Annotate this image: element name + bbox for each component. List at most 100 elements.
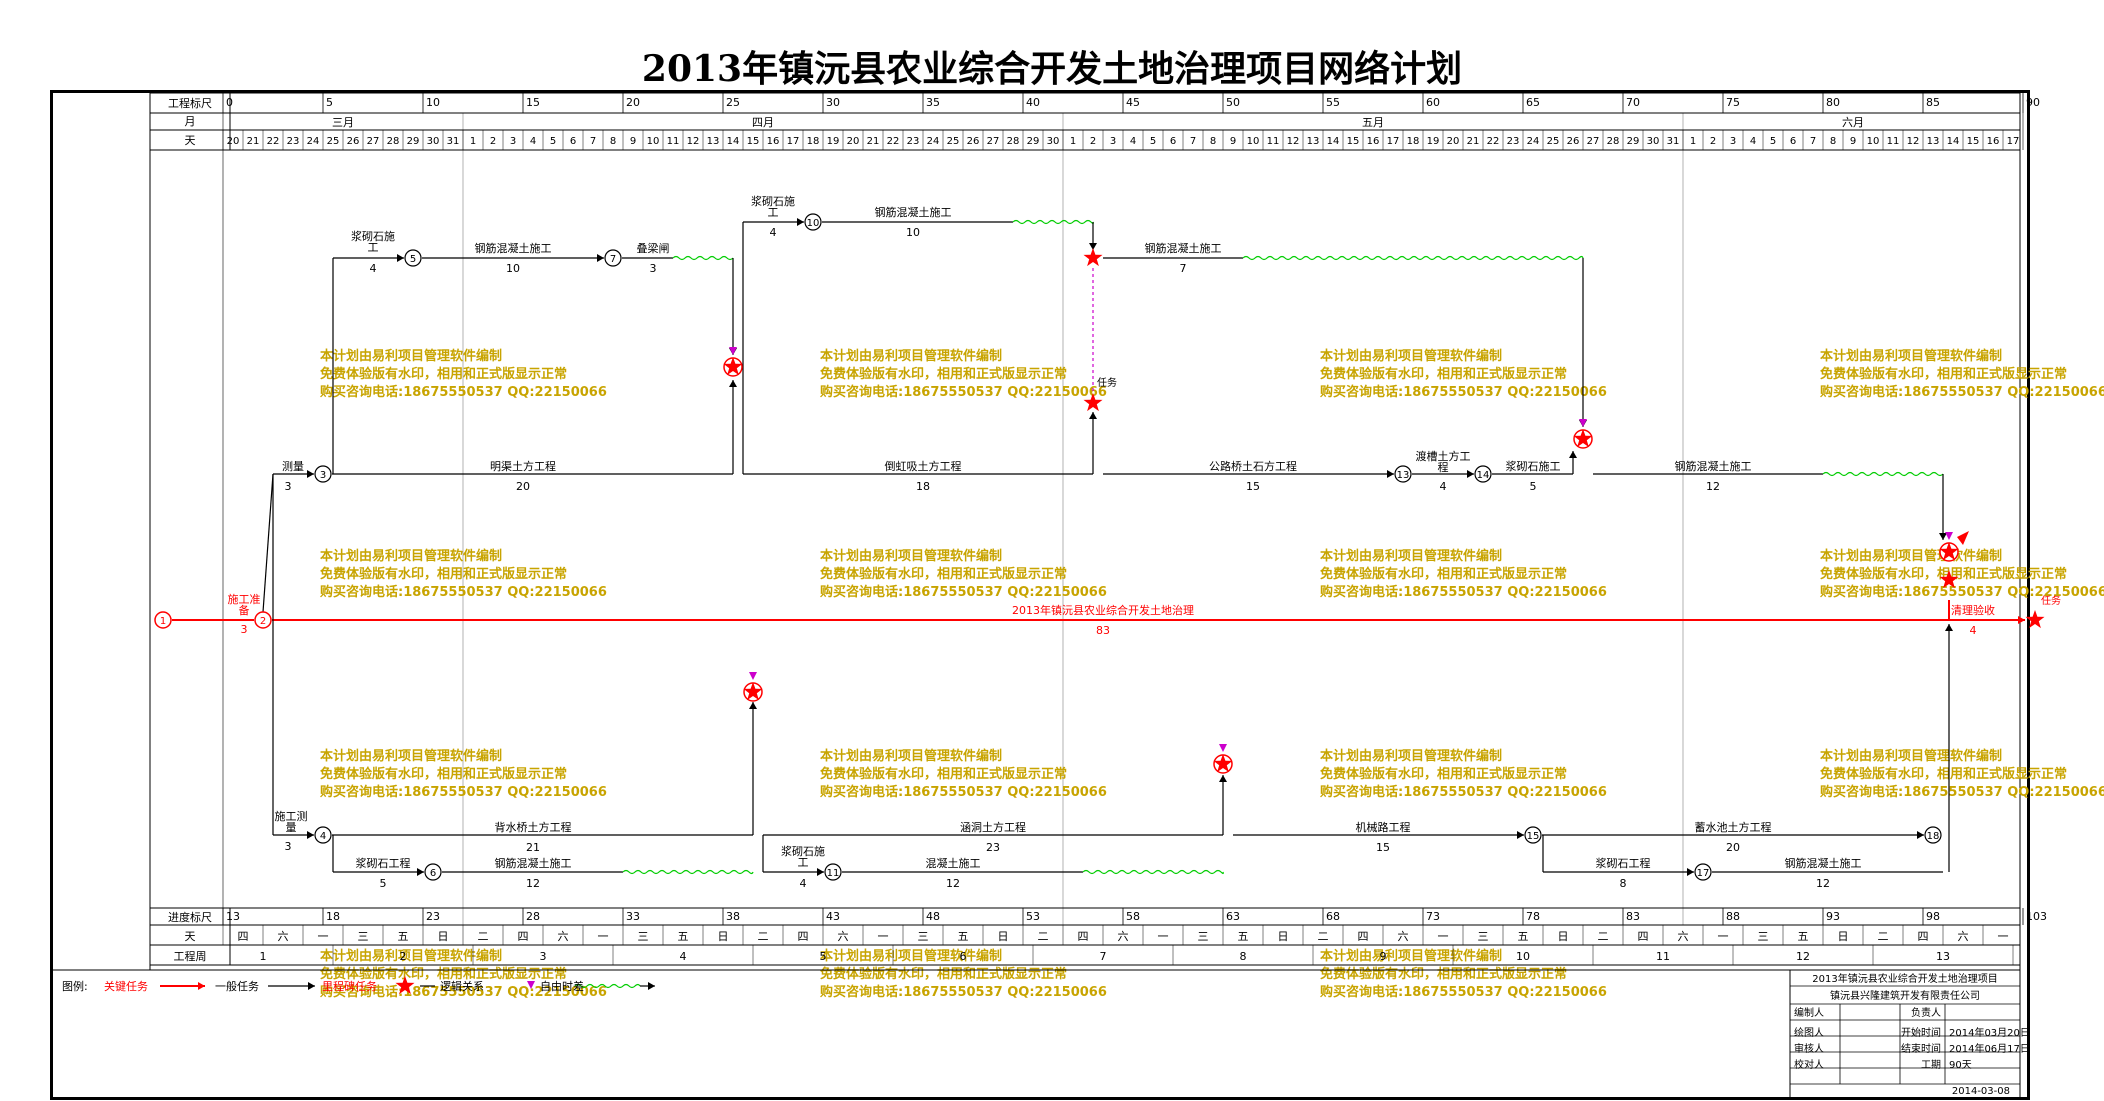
weekday-label: 三 bbox=[638, 930, 649, 943]
day-label: 10 bbox=[1247, 136, 1260, 147]
weekday-label: 五 bbox=[1518, 930, 1529, 943]
weekday-label: 五 bbox=[678, 930, 689, 943]
day-label: 5 bbox=[1770, 136, 1776, 147]
weekday-label: 日 bbox=[438, 930, 449, 943]
legend-float-wave bbox=[574, 983, 641, 989]
edge-arrowhead bbox=[1569, 451, 1577, 458]
scale-tick-label: 80 bbox=[1826, 96, 1840, 109]
page-title: 2013年镇沅县农业综合开发土地治理项目网络计划 bbox=[641, 48, 1463, 90]
task-duration-t_stone5: 4 bbox=[800, 877, 807, 890]
task-duration-t_survey2: 3 bbox=[285, 840, 292, 853]
task-duration-t_main: 83 bbox=[1096, 624, 1110, 637]
task-name-t_survey: 测量 bbox=[282, 460, 304, 473]
watermark-line: 本计划由易利项目管理软件编制 bbox=[820, 348, 1002, 364]
day-label: 11 bbox=[667, 136, 680, 147]
task-duration-t_canal: 20 bbox=[516, 480, 530, 493]
watermark-line: 本计划由易利项目管理软件编制 bbox=[1820, 748, 2002, 764]
watermark-line: 购买咨询电话:18675550537 QQ:22150066 bbox=[820, 384, 1107, 400]
day-label: 12 bbox=[1907, 136, 1920, 147]
info-cell: 结束时间 bbox=[1901, 1042, 1941, 1055]
task-duration-t_rc1: 10 bbox=[506, 262, 520, 275]
watermark-line: 购买咨询电话:18675550537 QQ:22150066 bbox=[1320, 784, 1607, 800]
task-name-t_culvert: 涵洞土方工程 bbox=[960, 820, 1026, 834]
day-label: 10 bbox=[1867, 136, 1880, 147]
day-label: 26 bbox=[347, 136, 360, 147]
info-cell: 编制人 bbox=[1794, 1006, 1824, 1019]
watermark-line: 免费体验版有水印，相用和正式版显示正常 bbox=[1820, 566, 2067, 582]
task-duration-t_mach: 15 bbox=[1376, 841, 1390, 854]
watermark-line: 本计划由易利项目管理软件编制 bbox=[820, 948, 1002, 964]
day-label: 9 bbox=[630, 136, 636, 147]
weekday-label: 三 bbox=[1198, 930, 1209, 943]
task-duration-t_siphon: 18 bbox=[916, 480, 930, 493]
legend-milestone-star bbox=[395, 976, 415, 995]
weekday-label: 四 bbox=[518, 930, 529, 943]
watermark-line: 免费体验版有水印，相用和正式版显示正常 bbox=[1320, 366, 1567, 382]
weekday-label: 六 bbox=[1398, 930, 1409, 943]
scale-tick-label: 85 bbox=[1926, 96, 1940, 109]
node-label-6: 6 bbox=[430, 868, 436, 879]
edge-arrowhead bbox=[198, 982, 205, 990]
progress-tick-label: 68 bbox=[1326, 910, 1340, 923]
milestone-star bbox=[1573, 429, 1593, 448]
free-float-wave bbox=[1082, 869, 1224, 875]
edge-arrowhead bbox=[1517, 831, 1524, 839]
task-duration-t_stone6: 8 bbox=[1620, 877, 1627, 890]
day-label: 7 bbox=[590, 136, 596, 147]
progress-tick-label: 83 bbox=[1626, 910, 1640, 923]
task-duration-t_stone4: 5 bbox=[380, 877, 387, 890]
week-label-5: 5 bbox=[820, 950, 827, 963]
node-13 bbox=[1394, 465, 1412, 483]
progress-tick-label: 18 bbox=[326, 910, 340, 923]
day-label: 27 bbox=[987, 136, 1000, 147]
day-label: 12 bbox=[687, 136, 700, 147]
day-label: 15 bbox=[1967, 136, 1980, 147]
network-edges bbox=[160, 218, 2025, 990]
day-label: 天 bbox=[185, 134, 196, 147]
day-label: 24 bbox=[1527, 136, 1540, 147]
edge-arrowhead bbox=[2018, 616, 2025, 624]
day-label: 30 bbox=[1047, 136, 1060, 147]
progress-tick-label: 53 bbox=[1026, 910, 1040, 923]
day-label: 1 bbox=[1070, 136, 1076, 147]
node-7 bbox=[604, 249, 622, 267]
day-label: 14 bbox=[1327, 136, 1340, 147]
weekday-label: 一 bbox=[878, 930, 889, 943]
day-label: 8 bbox=[610, 136, 616, 147]
edge-arrowhead bbox=[1219, 775, 1227, 782]
task-duration-t_rc3: 7 bbox=[1180, 262, 1187, 275]
day-label: 6 bbox=[570, 136, 576, 147]
week-label-2: 2 bbox=[400, 950, 407, 963]
day-label: 23 bbox=[287, 136, 300, 147]
watermark-line: 本计划由易利项目管理软件编制 bbox=[1820, 348, 2002, 364]
node-label-3: 3 bbox=[320, 470, 326, 481]
task-name-t_end: 任务 bbox=[2041, 594, 2061, 607]
day-label: 28 bbox=[1607, 136, 1620, 147]
day-label: 1 bbox=[1690, 136, 1696, 147]
day-label: 15 bbox=[747, 136, 760, 147]
day-label: 5 bbox=[550, 136, 556, 147]
day-label: 16 bbox=[767, 136, 780, 147]
weekday-label: 日 bbox=[1838, 930, 1849, 943]
weekday-label: 六 bbox=[1118, 930, 1129, 943]
day-label: 1 bbox=[470, 136, 476, 147]
day-label: 20 bbox=[1447, 136, 1460, 147]
weekday-label: 五 bbox=[398, 930, 409, 943]
watermark-line: 购买咨询电话:18675550537 QQ:22150066 bbox=[1320, 384, 1607, 400]
day-label: 23 bbox=[1507, 136, 1520, 147]
float-triangle bbox=[749, 672, 757, 680]
weekday-label: 一 bbox=[1718, 930, 1729, 943]
edge-arrowhead bbox=[1089, 412, 1097, 419]
day-label: 13 bbox=[1927, 136, 1940, 147]
task-duration-t_road: 15 bbox=[1246, 480, 1260, 493]
day-label: 20 bbox=[227, 136, 240, 147]
month-label: 三月 bbox=[332, 116, 354, 129]
node-label-5: 5 bbox=[410, 254, 416, 265]
milestone-star bbox=[1083, 393, 1103, 412]
weekday-label: 五 bbox=[958, 930, 969, 943]
node-label-4: 4 bbox=[320, 831, 326, 842]
task-name-t_stone1: 浆砌石施 bbox=[351, 229, 395, 243]
day-label: 16 bbox=[1367, 136, 1380, 147]
task-name-t_stone4: 浆砌石工程 bbox=[356, 856, 411, 870]
